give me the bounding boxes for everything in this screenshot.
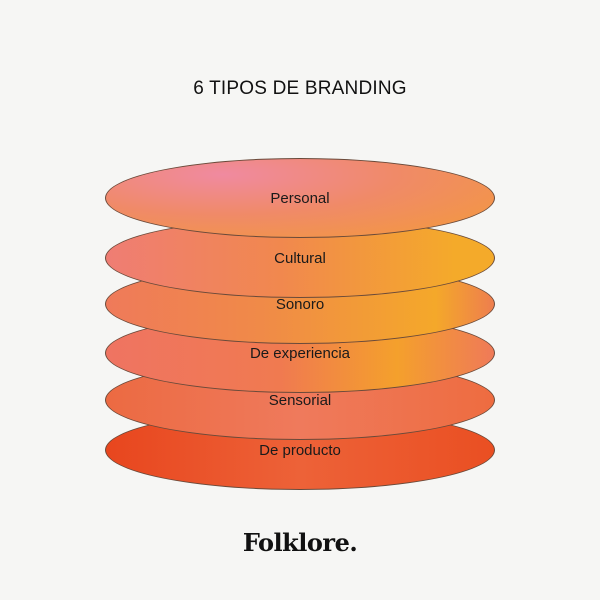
layer-personal: Personal (105, 158, 495, 238)
layer-label: Cultural (274, 249, 326, 267)
layer-label: Personal (270, 189, 330, 207)
page-title: 6 TIPOS DE BRANDING (193, 78, 407, 99)
layer-label: Sensorial (268, 391, 332, 409)
layer-label: De producto (259, 441, 341, 459)
brand-logo: Folklore. (242, 528, 358, 557)
layer-label: De experiencia (249, 344, 351, 362)
layer-label: Sonoro (275, 295, 325, 313)
